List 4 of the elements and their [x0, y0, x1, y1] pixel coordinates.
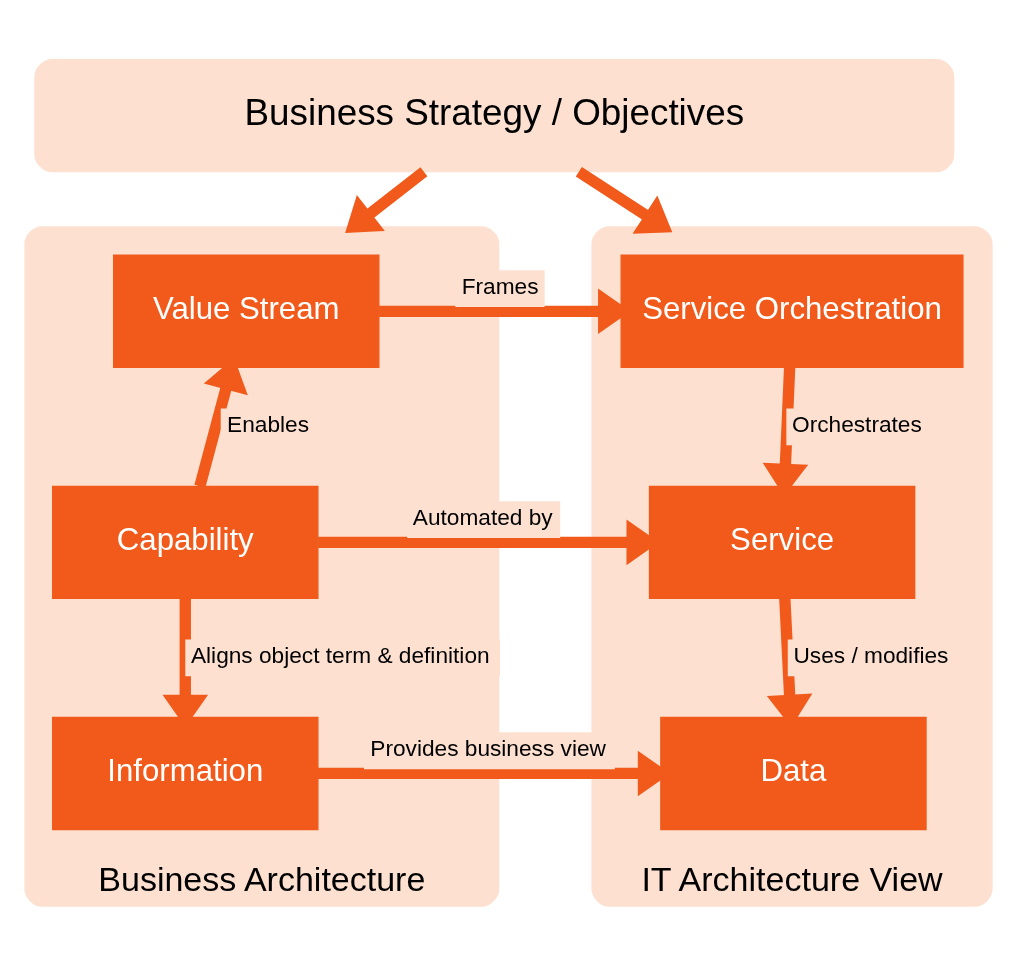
- edge-label: Orchestrates: [792, 410, 922, 437]
- edge-label: Enables: [227, 410, 310, 437]
- edge-label: Uses / modifies: [793, 641, 949, 668]
- edge-label: Aligns object term & definition: [190, 641, 490, 668]
